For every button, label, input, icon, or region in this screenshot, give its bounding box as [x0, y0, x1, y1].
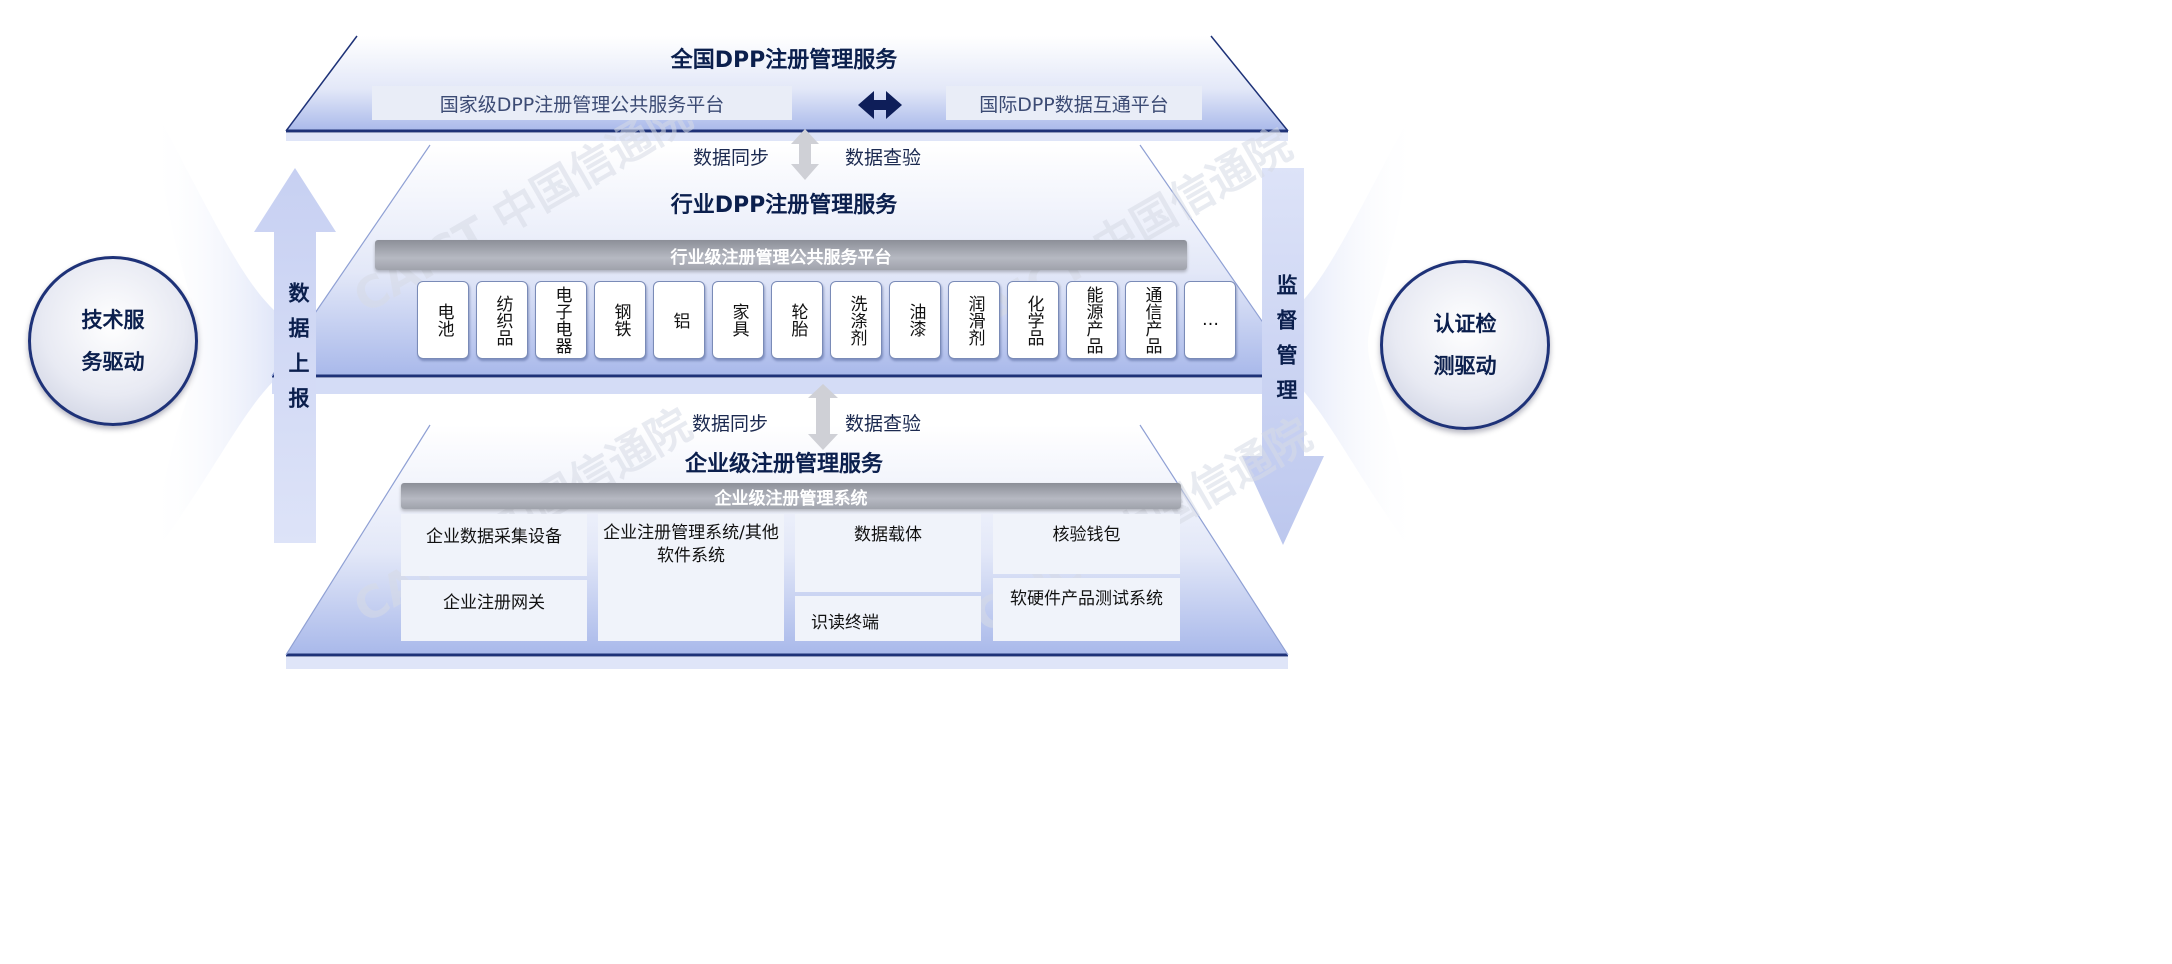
national-platform-box: 国家级DPP注册管理公共服务平台	[372, 86, 792, 120]
right-driver-circle: 认证检测驱动	[1380, 260, 1550, 430]
data-collection-cell: 企业数据采集设备	[401, 514, 587, 576]
industry-card: 能源产品	[1066, 281, 1118, 359]
testing-cell: 软硬件产品测试系统	[993, 578, 1180, 641]
industry-label: 能源产品	[1082, 286, 1103, 354]
data-report-label: 数据上报	[286, 282, 310, 422]
data-collection-label: 企业数据采集设备	[426, 527, 562, 547]
national-title: 全国DPP注册管理服务	[670, 48, 898, 73]
software-cell: 企业注册管理系统/其他软件系统	[598, 514, 784, 641]
right-circle-line-2: 测驱动	[1433, 354, 1497, 378]
supervision-label: 监督管理	[1274, 274, 1298, 414]
industry-card: 纺织品	[476, 281, 528, 359]
industry-label: 通信产品	[1141, 286, 1162, 354]
industry-label: 油漆	[905, 303, 926, 337]
left-circle-line-2: 务驱动	[81, 350, 145, 374]
verify-label-1: 数据查验	[845, 147, 922, 169]
wallet-cell: 核验钱包	[993, 514, 1180, 574]
industry-label: 铝	[669, 311, 690, 329]
software-label: 企业注册管理系统/其他软件系统	[603, 523, 779, 566]
industry-label: …	[1200, 310, 1221, 330]
industry-card: …	[1184, 281, 1236, 359]
industry-platform-band: 行业级注册管理公共服务平台	[375, 240, 1187, 270]
left-circle-line-1: 技术服	[81, 308, 145, 332]
testing-label: 软硬件产品测试系统	[1010, 589, 1163, 609]
sync-arrow-1	[791, 129, 819, 180]
data-report-arrow	[254, 168, 336, 543]
industry-card: 家具	[712, 281, 764, 359]
sync-label-1: 数据同步	[693, 147, 770, 169]
industry-card: 电池	[417, 281, 469, 359]
industry-card: 油漆	[889, 281, 941, 359]
reader-cell: 识读终端	[795, 596, 981, 641]
industry-card: 铝	[653, 281, 705, 359]
right-fan	[1268, 100, 1418, 560]
enterprise-system-band: 企业级注册管理系统	[401, 483, 1181, 509]
industry-label: 家具	[728, 303, 749, 337]
international-platform-box: 国际DPP数据互通平台	[946, 86, 1202, 120]
enterprise-title: 企业级注册管理服务	[684, 452, 883, 477]
industry-label: 纺织品	[492, 294, 513, 346]
industry-title: 行业DPP注册管理服务	[670, 193, 898, 218]
industry-label: 化学品	[1023, 294, 1044, 346]
industry-label: 润滑剂	[964, 294, 985, 346]
gateway-label: 企业注册网关	[443, 593, 545, 613]
left-fan	[150, 100, 300, 560]
industry-label: 轮胎	[787, 303, 808, 337]
right-circle-line-1: 认证检	[1433, 312, 1497, 336]
industry-card: 化学品	[1007, 281, 1059, 359]
supervision-arrow	[1242, 168, 1324, 545]
industry-card: 轮胎	[771, 281, 823, 359]
industry-label: 电子电器	[551, 286, 572, 354]
industry-card-row: 电池 纺织品 电子电器 钢铁 铝 家具 轮胎 洗涤剂 油漆 润滑剂 化学品 能源产品 通信产品 …	[417, 281, 1236, 359]
industry-label: 电池	[433, 303, 454, 337]
data-carrier-label: 数据载体	[854, 525, 922, 545]
sync-label-2: 数据同步	[692, 413, 769, 435]
industry-card: 钢铁	[594, 281, 646, 359]
sync-arrow-2	[808, 384, 838, 450]
double-arrow-icon	[858, 91, 902, 119]
reader-label: 识读终端	[811, 613, 879, 633]
industry-card: 通信产品	[1125, 281, 1177, 359]
left-driver-circle: 技术服务驱动	[28, 256, 198, 426]
industry-card: 洗涤剂	[830, 281, 882, 359]
data-carrier-cell: 数据载体	[795, 514, 981, 592]
verify-label-2: 数据查验	[845, 413, 922, 435]
industry-card: 电子电器	[535, 281, 587, 359]
gateway-cell: 企业注册网关	[401, 580, 587, 641]
industry-label: 洗涤剂	[846, 294, 867, 346]
industry-label: 钢铁	[610, 303, 631, 337]
industry-card: 润滑剂	[948, 281, 1000, 359]
wallet-label: 核验钱包	[1052, 525, 1121, 545]
